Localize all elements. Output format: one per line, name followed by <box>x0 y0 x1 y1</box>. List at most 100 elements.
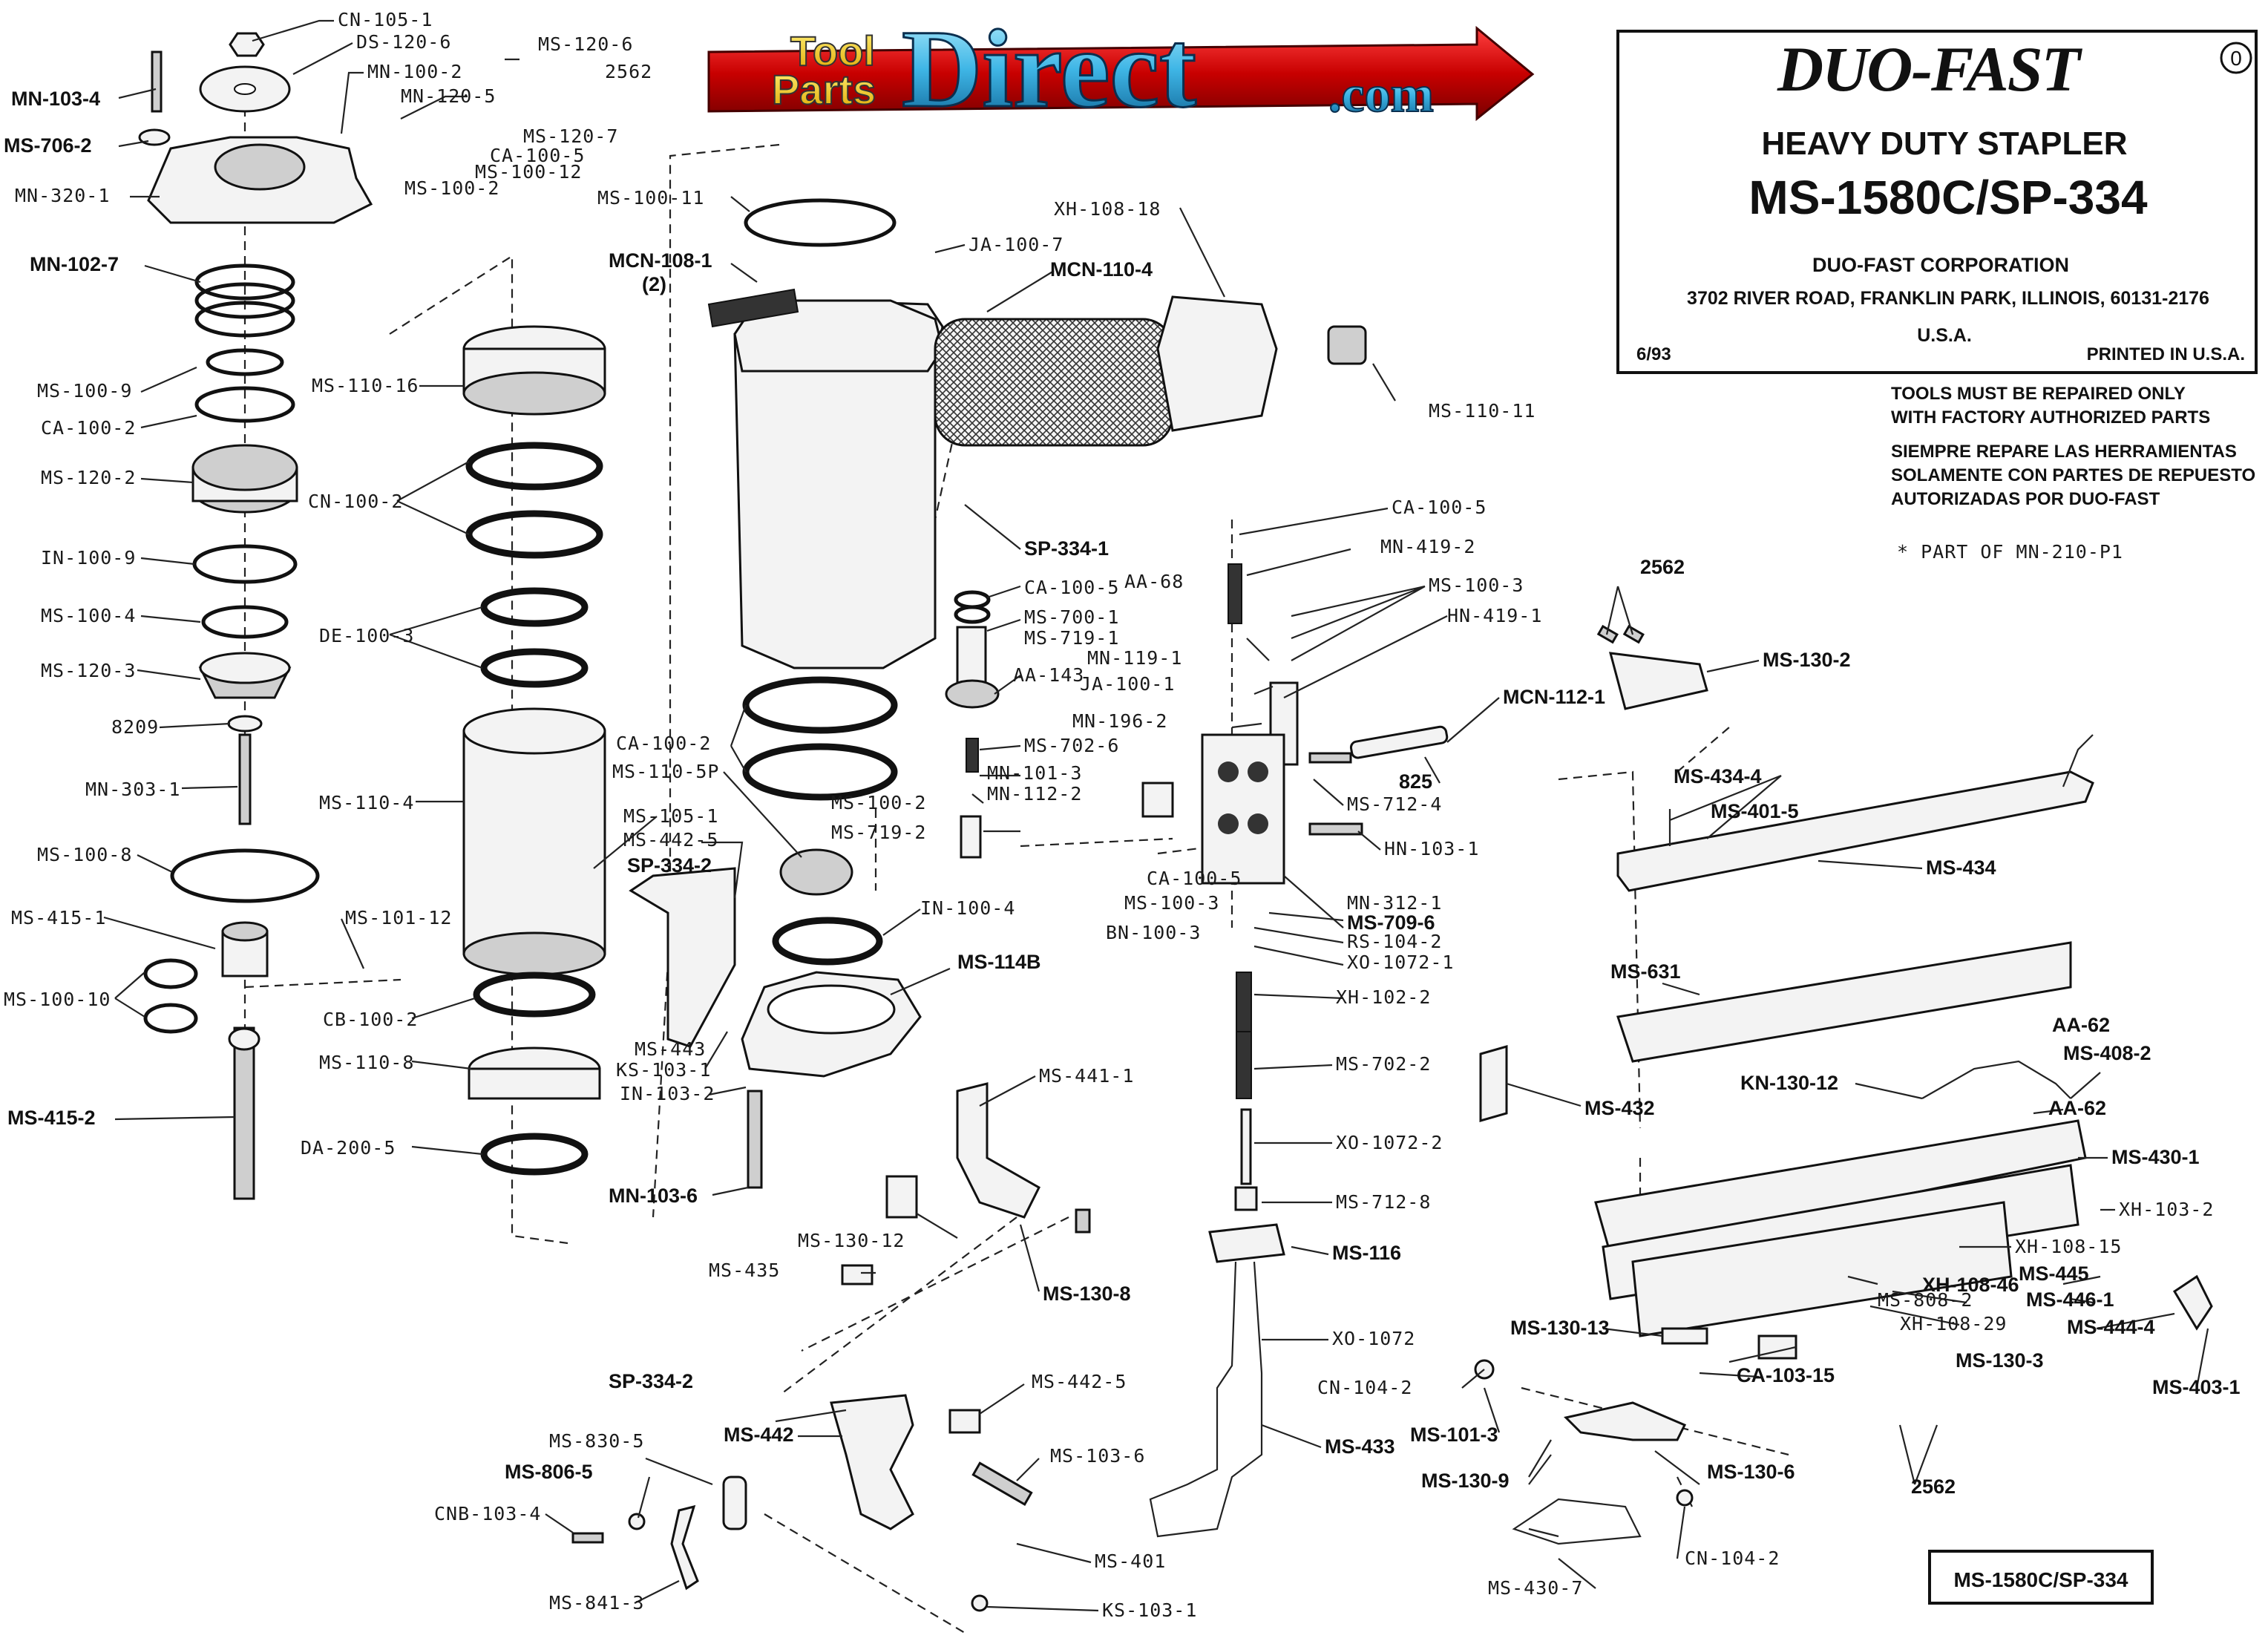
brand-duo-fast: DUO-FAST <box>1777 33 2083 105</box>
part-label: CA-100-5 <box>1392 497 1487 518</box>
part-label: MS-110-8 <box>319 1052 414 1073</box>
company-name: DUO-FAST CORPORATION <box>1812 254 2069 276</box>
part-label: MS-434 <box>1926 856 1996 879</box>
part-label: CA-103-15 <box>1737 1364 1835 1386</box>
handle-grip-part <box>934 318 1174 447</box>
bumper-body <box>468 1067 601 1100</box>
screw-part <box>1622 624 1645 644</box>
notice-en-line-2: WITH FACTORY AUTHORIZED PARTS <box>1891 407 2210 428</box>
logo-red-arrow <box>707 25 1535 122</box>
magazine-rail-part <box>1616 941 2072 1063</box>
part-label: MN-103-6 <box>609 1185 698 1207</box>
tool-parts-direct-logo[interactable]: Tool Parts Direct .com <box>707 7 1535 132</box>
notice-es-line-1: SIEMPRE REPARE LAS HERRAMIENTAS <box>1891 442 2237 462</box>
product-name: HEAVY DUTY STAPLER <box>1761 125 2127 162</box>
plate-part <box>841 1264 874 1285</box>
part-label: MS-706-2 <box>4 134 92 157</box>
magazine-slide-part <box>1616 770 2094 892</box>
cylinder-part <box>462 730 606 955</box>
part-label: MS-101-3 <box>1410 1424 1498 1446</box>
part-label: 8209 <box>111 716 159 738</box>
part-label: MS-719-2 <box>831 822 926 843</box>
part-label: MS-130-13 <box>1510 1317 1610 1339</box>
o-ring-part <box>170 848 320 903</box>
badge-part <box>707 288 799 328</box>
part-label: CA-100-5 <box>1147 868 1242 889</box>
o-ring-part <box>473 972 596 1018</box>
part-label: MS-401 <box>1095 1550 1166 1572</box>
plate-part <box>1661 1327 1708 1345</box>
screw-part <box>1308 752 1352 764</box>
spring-part <box>1236 1031 1252 1099</box>
lever-bracket-part <box>956 1082 1040 1219</box>
part-label: MS-130-2 <box>1763 649 1851 671</box>
part-label: MS-105-1 <box>623 805 718 827</box>
part-label: MS-120-2 <box>41 467 136 488</box>
trigger-bracket-part <box>830 1394 914 1530</box>
valve-pin-part <box>960 815 982 859</box>
part-label: CA-100-2 <box>616 733 711 754</box>
screw-part <box>1596 624 1619 644</box>
logo-text-parts: Parts <box>772 66 876 113</box>
part-label: MS-100-4 <box>41 605 136 626</box>
o-ring-part <box>194 386 295 423</box>
part-label: XO-1072 <box>1332 1328 1415 1349</box>
o-ring-part <box>772 917 883 966</box>
nose-base-hole <box>767 984 896 1035</box>
bolt-part <box>238 733 252 825</box>
part-label: MS-100-3 <box>1124 892 1219 914</box>
part-label: XH-108-46 <box>1922 1274 2019 1296</box>
small-block-part <box>1141 782 1174 818</box>
screw-part <box>747 1090 763 1189</box>
circle-mark <box>2220 42 2252 74</box>
spring-clip-part <box>670 1504 699 1591</box>
part-label: SP-334-2 <box>609 1370 693 1392</box>
part-label: MS-415-1 <box>11 907 106 928</box>
washer-part <box>628 1513 646 1530</box>
block-hole-4 <box>1248 813 1268 834</box>
part-label: MS-719-1 <box>1024 627 1119 649</box>
o-ring-part <box>480 648 589 688</box>
o-ring-part <box>480 587 589 627</box>
handle-end-part <box>1156 295 1278 432</box>
part-label: MS-441-1 <box>1039 1065 1134 1087</box>
title-info-box: DUO-FAST 0 HEAVY DUTY STAPLER MS-1580C/S… <box>1616 30 2258 374</box>
part-label: MS-415-2 <box>7 1107 96 1129</box>
washer-part <box>227 715 263 733</box>
part-label: XH-103-2 <box>2119 1199 2214 1220</box>
block-hole-1 <box>1218 761 1239 782</box>
part-label: CA-100-5 <box>1024 577 1119 598</box>
notice-es-line-3: AUTORIZADAS POR DUO-FAST <box>1891 489 2160 509</box>
trigger-lever-part <box>1349 725 1449 759</box>
part-label: MS-120-6 <box>538 33 633 55</box>
latch-part <box>722 1475 747 1530</box>
company-country: U.S.A. <box>1917 325 1972 346</box>
o-ring-part <box>206 348 284 376</box>
screw-part <box>571 1532 604 1544</box>
model-number: MS-1580C/SP-334 <box>1748 171 2148 224</box>
footer-model-box: MS-1580C/SP-334 <box>1928 1550 2154 1605</box>
bracket-part <box>629 867 736 1048</box>
part-label: DA-200-5 <box>301 1137 396 1159</box>
screw-part <box>151 50 163 113</box>
valve-block-part <box>1201 733 1285 885</box>
o-ring-part <box>480 1133 589 1176</box>
part-label: MS-110-11 <box>1429 400 1536 422</box>
part-label: MN-103-4 <box>11 88 100 110</box>
o-ring-part <box>143 1003 198 1034</box>
o-ring-part <box>194 263 295 301</box>
o-ring-part <box>194 301 295 338</box>
part-label: MN-119-1 <box>1087 647 1182 669</box>
part-label: XO-1072-2 <box>1336 1132 1443 1153</box>
part-label: IN-103-2 <box>620 1083 715 1104</box>
trigger-loop-part <box>1512 1498 1642 1545</box>
part-label: XH-108-18 <box>1054 198 1161 220</box>
part-label: AA-68 <box>1124 571 1184 592</box>
part-label: MS-110-5P <box>612 761 719 782</box>
part-label: IN-100-9 <box>41 547 136 569</box>
part-label: MS-841-3 <box>549 1592 644 1614</box>
o-ring-part <box>143 958 198 989</box>
part-label: MS-130-3 <box>1956 1349 2044 1372</box>
part-label: MS-808-2 <box>1878 1289 1973 1311</box>
